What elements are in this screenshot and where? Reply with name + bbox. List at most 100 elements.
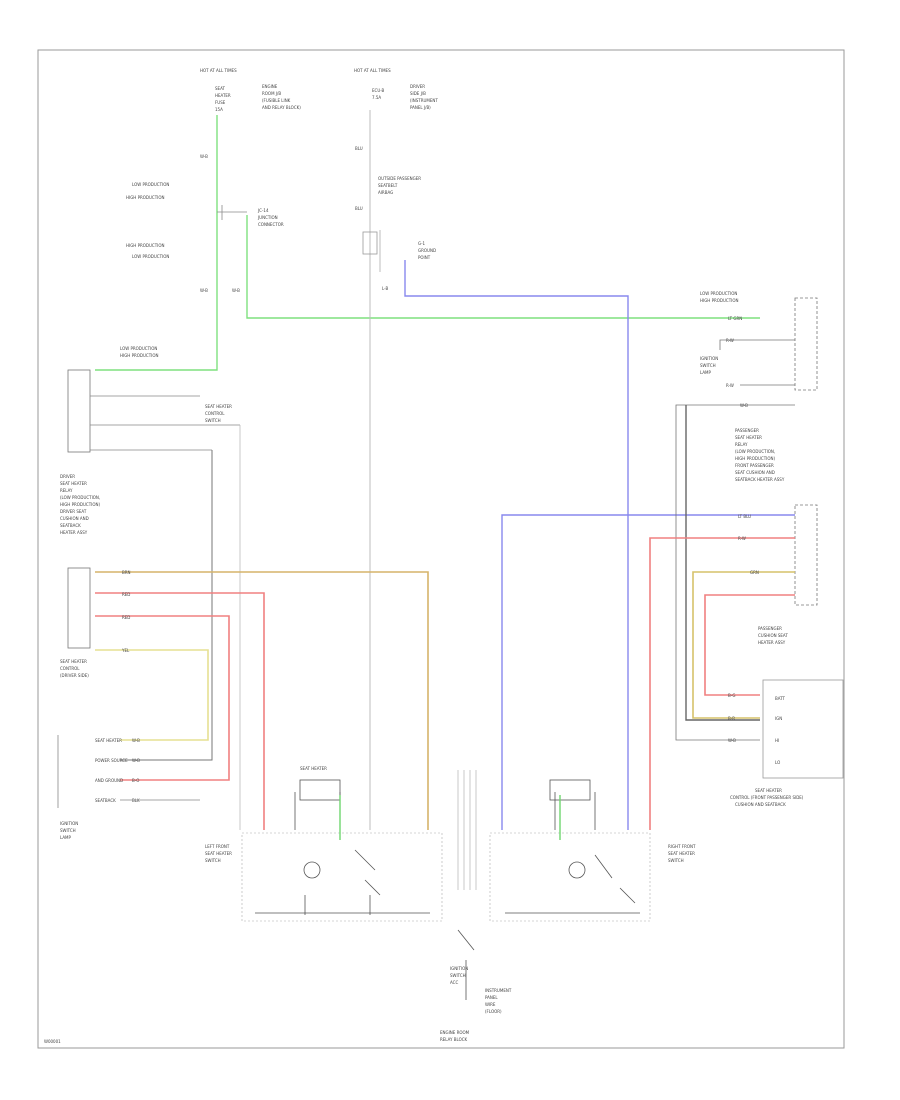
svg-text:AIRBAG: AIRBAG: [378, 190, 393, 195]
svg-text:CONNECTOR: CONNECTOR: [258, 222, 284, 227]
svg-text:LOW PRODUCTION: LOW PRODUCTION: [132, 182, 169, 187]
svg-text:RELAY BLOCK: RELAY BLOCK: [440, 1037, 468, 1042]
svg-text:R-W: R-W: [726, 338, 734, 343]
svg-text:PASSENGER: PASSENGER: [758, 626, 782, 631]
svg-text:SEAT HEATER: SEAT HEATER: [205, 851, 232, 856]
svg-text:B-O: B-O: [132, 778, 139, 783]
svg-text:LEFT FRONT: LEFT FRONT: [205, 844, 230, 849]
svg-text:HIGH PRODUCTION): HIGH PRODUCTION): [735, 456, 775, 461]
svg-text:RELAY: RELAY: [60, 488, 73, 493]
svg-text:7.5A: 7.5A: [372, 95, 381, 100]
svg-text:SWITCH: SWITCH: [700, 363, 716, 368]
svg-text:BLU: BLU: [355, 206, 363, 211]
red-wire-left: [95, 592, 265, 830]
svg-text:L-B: L-B: [382, 286, 388, 291]
svg-text:HIGH PRODUCTION: HIGH PRODUCTION: [126, 195, 164, 200]
svg-text:DRIVER: DRIVER: [60, 474, 75, 479]
svg-text:SWITCH: SWITCH: [60, 828, 76, 833]
svg-text:SEATBACK: SEATBACK: [95, 798, 116, 803]
svg-text:LT GRN: LT GRN: [728, 316, 742, 321]
svg-text:HEATER: HEATER: [215, 93, 231, 98]
top-left-fuse-block: HOT AT ALL TIMES SEAT HEATER FUSE 15A EN…: [200, 68, 301, 112]
svg-text:HIGH PRODUCTION: HIGH PRODUCTION: [126, 243, 164, 248]
svg-text:(LOW PRODUCTION,: (LOW PRODUCTION,: [735, 449, 775, 454]
svg-text:IGNITION: IGNITION: [60, 821, 78, 826]
svg-text:PASSENGER: PASSENGER: [735, 428, 759, 433]
left-relay-block: LOW PRODUCTION HIGH PRODUCTION SEAT HEAT…: [60, 346, 240, 535]
svg-text:SEAT HEATER: SEAT HEATER: [205, 404, 232, 409]
right-front-switch: RIGHT FRONT SEAT HEATER SWITCH: [489, 779, 696, 922]
svg-text:(DRIVER SIDE): (DRIVER SIDE): [60, 673, 89, 678]
svg-text:R-W: R-W: [726, 383, 734, 388]
footer-code: W00001: [44, 1039, 61, 1044]
svg-text:(LOW PRODUCTION,: (LOW PRODUCTION,: [60, 495, 100, 500]
svg-text:LAMP: LAMP: [700, 370, 712, 375]
svg-text:OUTSIDE PASSENGER: OUTSIDE PASSENGER: [378, 176, 421, 181]
red-wire-right: [649, 537, 795, 830]
svg-text:B-R: B-R: [728, 716, 735, 721]
svg-text:B-G: B-G: [728, 693, 735, 698]
svg-text:LOW PRODUCTION: LOW PRODUCTION: [132, 254, 169, 259]
svg-text:POINT: POINT: [418, 255, 431, 260]
svg-text:SWITCH: SWITCH: [668, 858, 684, 863]
svg-text:W-B: W-B: [232, 288, 240, 293]
center-bundle: [457, 770, 477, 890]
svg-text:LO: LO: [775, 760, 780, 765]
svg-text:ACC: ACC: [450, 980, 458, 985]
svg-text:W-B: W-B: [132, 738, 140, 743]
svg-text:SEATBACK: SEATBACK: [60, 523, 81, 528]
svg-text:SIDE J/B: SIDE J/B: [410, 91, 426, 96]
svg-text:CONTROL (FRONT PASSENGER SIDE): CONTROL (FRONT PASSENGER SIDE): [730, 795, 804, 800]
hot-label-right: HOT AT ALL TIMES: [354, 68, 391, 73]
right-seat-module: BATT IGN HI LO SEAT HEATER CONTROL (FRON…: [730, 679, 844, 807]
svg-text:ECU-B: ECU-B: [372, 88, 385, 93]
svg-text:W-B: W-B: [200, 154, 208, 159]
svg-text:CONTROL: CONTROL: [205, 411, 225, 416]
hot-label-left: HOT AT ALL TIMES: [200, 68, 237, 73]
svg-text:DRIVER: DRIVER: [410, 84, 425, 89]
svg-text:IGN: IGN: [775, 716, 782, 721]
svg-text:W-B: W-B: [200, 288, 208, 293]
svg-text:CUSHION AND SEATBACK: CUSHION AND SEATBACK: [735, 802, 786, 807]
svg-text:AND GROUND: AND GROUND: [95, 778, 123, 783]
svg-text:RED: RED: [122, 615, 130, 620]
svg-text:BATT: BATT: [775, 696, 786, 701]
svg-text:SWITCH: SWITCH: [205, 418, 221, 423]
svg-text:W-B: W-B: [740, 403, 748, 408]
right-relay-block: LOW PRODUCTION HIGH PRODUCTION PASSENGER…: [700, 291, 818, 645]
svg-text:AND RELAY BLOCK): AND RELAY BLOCK): [262, 105, 301, 110]
svg-text:BRN: BRN: [122, 570, 131, 575]
svg-text:FRONT PASSENGER: FRONT PASSENGER: [735, 463, 774, 468]
svg-text:HI: HI: [775, 738, 779, 743]
center-gray-wire: [369, 110, 381, 830]
svg-text:SEAT HEATER: SEAT HEATER: [60, 481, 87, 486]
svg-text:SEAT: SEAT: [215, 86, 225, 91]
green-wire-main: [95, 115, 760, 371]
svg-text:PANEL J/B): PANEL J/B): [410, 105, 431, 110]
svg-text:WIRE: WIRE: [485, 1002, 496, 1007]
svg-text:HEATER ASSY: HEATER ASSY: [60, 530, 88, 535]
svg-text:FUSE: FUSE: [215, 100, 226, 105]
svg-text:SEAT HEATER: SEAT HEATER: [95, 738, 122, 743]
svg-text:DRIVER SEAT: DRIVER SEAT: [60, 509, 87, 514]
svg-text:LAMP: LAMP: [60, 835, 72, 840]
yellow-wire-right: [692, 571, 795, 719]
svg-text:LT BLU: LT BLU: [738, 514, 751, 519]
svg-text:SWITCH: SWITCH: [450, 973, 466, 978]
svg-text:CONTROL: CONTROL: [60, 666, 80, 671]
svg-text:(FLOOR): (FLOOR): [485, 1009, 502, 1014]
svg-text:RELAY: RELAY: [735, 442, 748, 447]
svg-text:GROUND: GROUND: [418, 248, 436, 253]
svg-text:JUNCTION: JUNCTION: [257, 215, 278, 220]
svg-text:CUSHION SEAT: CUSHION SEAT: [758, 633, 788, 638]
yellow-wire-left: [95, 649, 209, 741]
svg-text:SWITCH: SWITCH: [205, 858, 221, 863]
svg-text:HEATER ASSY: HEATER ASSY: [758, 640, 786, 645]
svg-text:HIGH PRODUCTION): HIGH PRODUCTION): [60, 502, 100, 507]
brown-wire-left: [95, 571, 429, 830]
svg-text:SEAT HEATER: SEAT HEATER: [60, 659, 87, 664]
svg-text:ENGINE ROOM: ENGINE ROOM: [440, 1030, 470, 1035]
svg-text:IGNITION: IGNITION: [450, 966, 468, 971]
svg-text:(FUSIBLE LINK: (FUSIBLE LINK: [262, 98, 291, 103]
svg-text:HIGH PRODUCTION: HIGH PRODUCTION: [700, 298, 738, 303]
